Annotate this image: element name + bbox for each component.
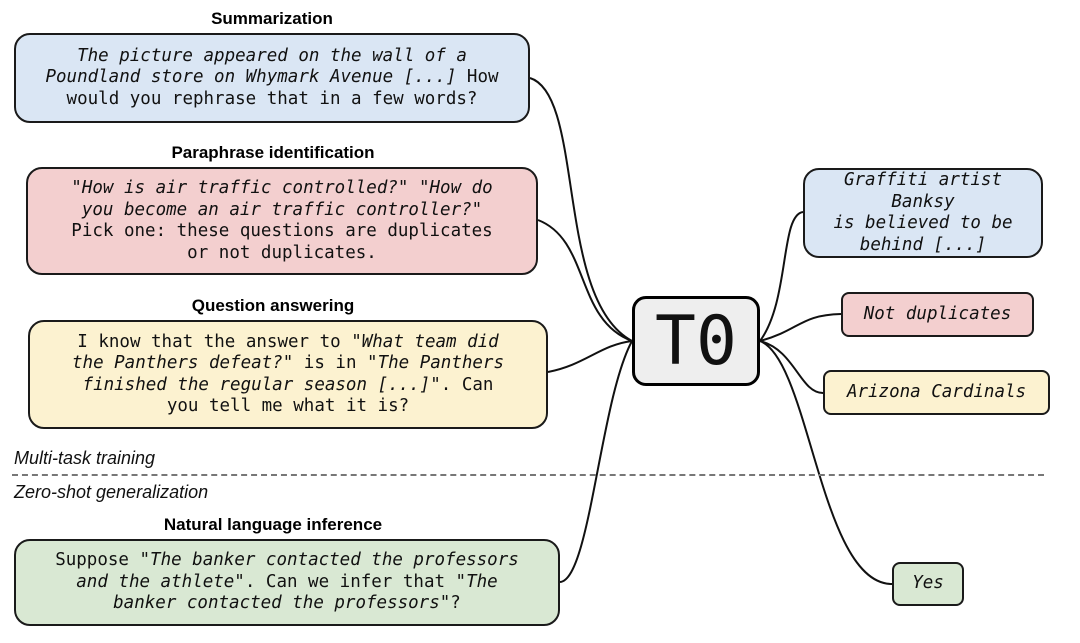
connector-output-summary: [759, 211, 804, 342]
text-segment: is in: [293, 353, 368, 373]
text-segment: Suppose: [55, 550, 140, 571]
text-segment: you tell me what it is?: [166, 396, 410, 416]
model-label: T0: [655, 301, 737, 381]
multitask-training-label: Multi-task training: [14, 448, 156, 468]
text-segment: or not duplicates.: [187, 242, 377, 263]
task-heading-summarization: Summarization: [211, 9, 333, 28]
output-line: is believed to be: [833, 213, 1013, 233]
connector-output-qa: [759, 340, 824, 394]
italic-segment: you become an air traffic controller?": [81, 199, 483, 220]
text-segment: would you rephrase that in a few words?: [66, 88, 478, 109]
italic-segment: the Panthers defeat?": [72, 353, 294, 373]
text-line: would you rephrase that in a few words?: [45, 89, 498, 111]
connector-output-nli: [759, 340, 893, 585]
text-line: or not duplicates.: [71, 243, 492, 265]
text-line: and the athlete". Can we infer that "The: [55, 572, 519, 594]
italic-segment: finished the regular season [...]": [82, 374, 441, 395]
text-segment: . Can: [440, 374, 494, 395]
output-box-paraphrase: Not duplicates: [841, 292, 1034, 337]
text-segment: I know that the answer to: [77, 331, 352, 352]
text-line: finished the regular season [...]". Can: [72, 375, 504, 397]
connector-nli: [559, 340, 633, 583]
text-line: Pick one: these questions are duplicates: [71, 221, 492, 243]
text-line: Suppose "The banker contacted the profes…: [55, 550, 519, 572]
output-line: behind [...]: [859, 234, 987, 255]
connector-qa: [547, 340, 633, 373]
output-box-nli: Yes: [892, 562, 964, 606]
text-line: you tell me what it is?: [72, 396, 504, 418]
text-line: Poundland store on Whymark Avenue [...] …: [45, 67, 498, 89]
text-line: the Panthers defeat?" is in "The Panther…: [72, 353, 504, 375]
italic-segment: "The Panthers: [367, 353, 504, 373]
connector-output-paraphrase: [759, 313, 842, 342]
output-text-nli: Yes: [912, 573, 944, 595]
text-segment: "?: [439, 593, 461, 614]
italic-segment: The: [466, 571, 498, 592]
zeroshot-generalization-label: Zero-shot generalization: [14, 482, 209, 502]
italic-segment: Poundland store on Whymark Avenue [...]: [45, 67, 457, 88]
task-text-qa: I know that the answer to "What team did…: [72, 332, 504, 418]
italic-segment: "The banker contacted the professors: [139, 550, 519, 571]
task-heading-paraphrase: Paraphrase identification: [171, 143, 375, 162]
task-text-paraphrase: "How is air traffic controlled?" "How do…: [71, 178, 492, 264]
text-line: "How is air traffic controlled?" "How do: [71, 178, 492, 200]
connector-paraphrase: [537, 219, 633, 342]
task-box-nli: Suppose "The banker contacted the profes…: [14, 539, 560, 626]
output-text-qa: Arizona Cardinals: [847, 382, 1026, 404]
text-segment: . Can we infer that ": [244, 571, 467, 592]
italic-segment: banker contacted the professors: [113, 593, 440, 614]
italic-segment: "How is air traffic controlled?" "How do: [71, 178, 493, 198]
task-box-paraphrase: "How is air traffic controlled?" "How do…: [26, 167, 538, 275]
connector-summarization: [529, 77, 633, 342]
output-line: Not duplicates: [863, 303, 1012, 324]
model-box-t0: T0: [632, 296, 760, 386]
text-line: The picture appeared on the wall of a: [45, 46, 498, 68]
output-line: Arizona Cardinals: [846, 381, 1027, 402]
italic-segment: The picture appeared on the wall of a: [77, 45, 467, 66]
text-segment: How: [456, 67, 499, 88]
output-line: Graffiti artist Banksy: [843, 170, 1003, 212]
task-heading-qa: Question answering: [191, 296, 355, 315]
task-text-nli: Suppose "The banker contacted the profes…: [55, 550, 519, 615]
text-segment: Pick one: these questions are duplicates: [71, 221, 493, 241]
italic-segment: and the athlete": [76, 571, 245, 592]
text-line: banker contacted the professors"?: [55, 593, 519, 615]
output-box-qa: Arizona Cardinals: [823, 370, 1050, 415]
section-divider: [12, 474, 1044, 476]
italic-segment: "What team did: [351, 331, 499, 352]
text-line: you become an air traffic controller?": [71, 200, 492, 222]
output-text-paraphrase: Not duplicates: [864, 304, 1012, 326]
text-line: I know that the answer to "What team did: [72, 332, 504, 354]
task-box-qa: I know that the answer to "What team did…: [28, 320, 548, 429]
output-line: Yes: [912, 573, 944, 594]
task-heading-nli: Natural language inference: [163, 515, 383, 534]
